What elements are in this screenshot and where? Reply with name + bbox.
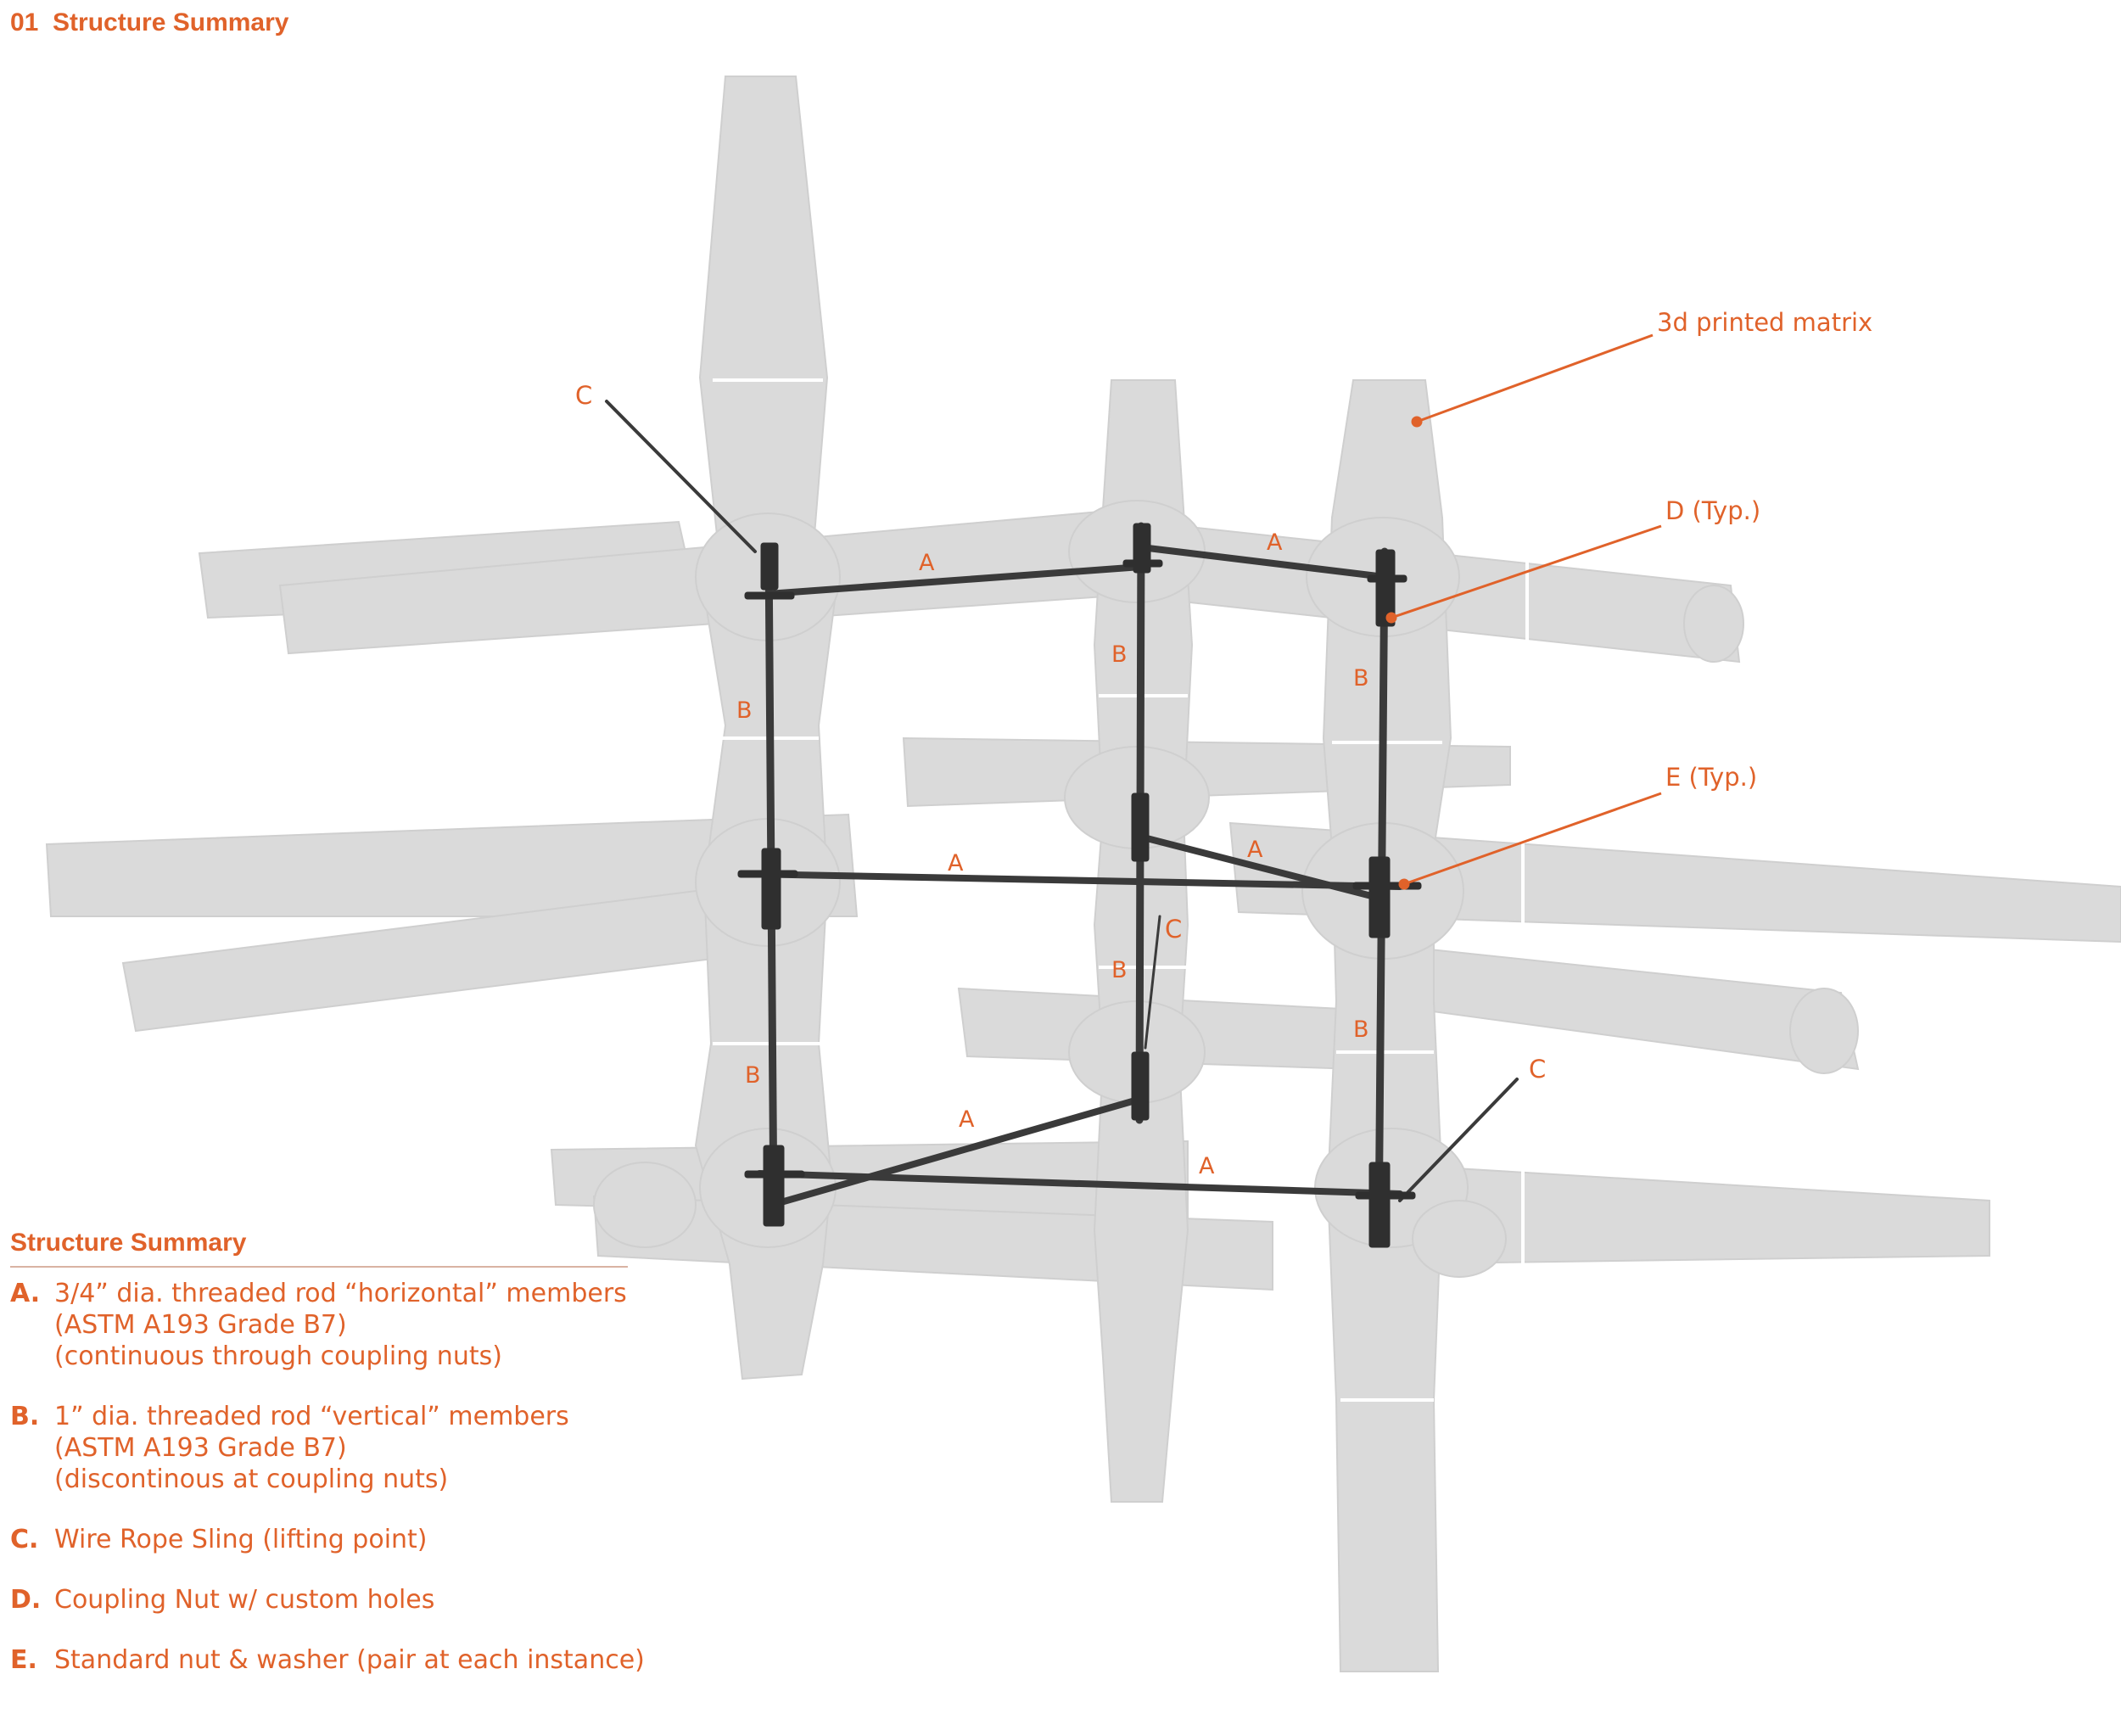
- callout-d-typ: D (Typ.): [1665, 496, 1760, 525]
- rod-a-low: [756, 1170, 1403, 1197]
- coupling-nut: [763, 1145, 785, 1227]
- legend-item-line: (ASTM A193 Grade B7): [54, 1310, 347, 1340]
- matrix-node-mid-right-end: [1789, 988, 1859, 1074]
- member-label-b: B: [1353, 665, 1369, 692]
- member-label-b: B: [1111, 641, 1128, 668]
- legend-item-key: B.: [10, 1402, 40, 1431]
- callout-c-top: C: [575, 381, 592, 410]
- member-label-a: A: [959, 1106, 975, 1133]
- washer: [744, 1170, 805, 1179]
- member-label-b: B: [1111, 957, 1128, 983]
- coupling-nut: [1375, 549, 1396, 627]
- matrix-node-low-far-right: [1412, 1200, 1507, 1278]
- leader-e: [1403, 792, 1662, 886]
- leader-d: [1391, 524, 1662, 619]
- washer: [737, 870, 798, 878]
- washer: [1122, 559, 1163, 568]
- matrix-node-low-far-left: [593, 1162, 697, 1248]
- structure-summary-legend: Structure Summary A. 3/4” dia. threaded r…: [10, 1229, 663, 1705]
- legend-item-key: D.: [10, 1585, 42, 1615]
- member-label-b: B: [736, 697, 753, 724]
- rod-a-top-right: [1138, 544, 1388, 580]
- leader-dot-d: [1385, 612, 1397, 624]
- sling-c-low: [1398, 1078, 1519, 1202]
- legend-title: Structure Summary: [10, 1229, 247, 1257]
- legend-item: A. 3/4” dia. threaded rod “horizontal” me…: [10, 1278, 663, 1372]
- rod-a-top-left: [764, 563, 1144, 597]
- washer: [744, 591, 795, 600]
- member-label-b: B: [1353, 1016, 1369, 1043]
- legend-item-line: 1” dia. threaded rod “vertical” members: [54, 1402, 569, 1431]
- callout-3d-printed-matrix: 3d printed matrix: [1657, 308, 1872, 337]
- legend-item-key: E.: [10, 1645, 37, 1675]
- matrix-column-right: [1322, 379, 1452, 1672]
- legend-item-text: Wire Rope Sling (lifting point): [54, 1524, 428, 1555]
- legend-item-text: 1” dia. threaded rod “vertical” members(…: [54, 1401, 569, 1495]
- legend-item-line: 3/4” dia. threaded rod “horizontal” memb…: [54, 1279, 627, 1308]
- legend-item-key: C.: [10, 1525, 39, 1554]
- washer: [1367, 574, 1407, 583]
- legend-item-line: (continuous through coupling nuts): [54, 1341, 502, 1371]
- legend-item-line: (ASTM A193 Grade B7): [54, 1433, 347, 1463]
- matrix-tube-mid-left: [45, 813, 859, 917]
- rod-a-mid: [743, 871, 1403, 890]
- rod-a-mid-diagonal: [1133, 832, 1388, 903]
- legend-item-text: Coupling Nut w/ custom holes: [54, 1584, 434, 1616]
- page-title: 01 Structure Summary: [10, 8, 289, 36]
- legend-item: B. 1” dia. threaded rod “vertical” member…: [10, 1401, 663, 1495]
- coupling-nut: [1131, 1051, 1150, 1121]
- callout-e-typ: E (Typ.): [1665, 763, 1757, 792]
- washer: [1352, 882, 1422, 890]
- legend-item-text: 3/4” dia. threaded rod “horizontal” memb…: [54, 1278, 627, 1372]
- washer: [1355, 1191, 1416, 1200]
- callout-c-low: C: [1529, 1055, 1546, 1084]
- member-label-b: B: [745, 1062, 761, 1089]
- legend-items: A. 3/4” dia. threaded rod “horizontal” me…: [10, 1278, 663, 1676]
- legend-item-line: (discontinous at coupling nuts): [54, 1464, 449, 1494]
- member-label-a: A: [919, 550, 935, 576]
- legend-item: C. Wire Rope Sling (lifting point): [10, 1524, 663, 1555]
- member-label-a: A: [948, 850, 964, 876]
- coupling-nut: [1368, 856, 1391, 938]
- legend-item-line: Standard nut & washer (pair at each inst…: [54, 1645, 645, 1675]
- legend-item-key: A.: [10, 1279, 41, 1308]
- matrix-node-top-right-end: [1683, 585, 1744, 663]
- legend-item-line: Coupling Nut w/ custom holes: [54, 1585, 435, 1615]
- legend-item: D. Coupling Nut w/ custom holes: [10, 1584, 663, 1616]
- coupling-nut: [760, 542, 779, 591]
- rod-a-low-diagonal: [769, 1095, 1144, 1208]
- member-label-a: A: [1247, 837, 1263, 863]
- leader-dot-e: [1398, 878, 1410, 890]
- legend-item: E. Standard nut & washer (pair at each in…: [10, 1644, 663, 1676]
- callout-c-mid: C: [1165, 915, 1182, 944]
- coupling-nut: [1131, 792, 1150, 862]
- callout-leaders: [1385, 333, 1662, 890]
- sling-c-top: [605, 400, 757, 553]
- member-label-a: A: [1199, 1153, 1215, 1179]
- leader-dot-matrix: [1411, 416, 1423, 428]
- legend-item-line: Wire Rope Sling (lifting point): [54, 1525, 428, 1554]
- leader-matrix: [1416, 333, 1654, 423]
- sling-c-mid: [1144, 915, 1161, 1050]
- legend-divider: [10, 1266, 628, 1268]
- coupling-nut: [1368, 1162, 1391, 1248]
- legend-item-text: Standard nut & washer (pair at each inst…: [54, 1644, 645, 1676]
- coupling-nut: [761, 848, 781, 930]
- member-label-a: A: [1267, 529, 1283, 556]
